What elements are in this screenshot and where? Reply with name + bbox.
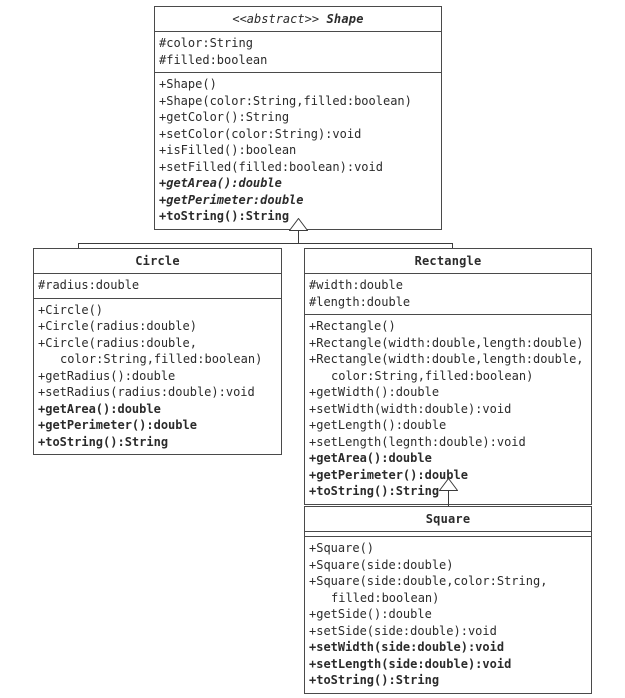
operation-row: +getPerimeter():double xyxy=(309,467,468,482)
generalization-bus-shape xyxy=(78,243,453,244)
class-box-rectangle[interactable]: Rectangle #width:double #length:double +… xyxy=(304,248,592,505)
class-name-circle: Circle xyxy=(135,254,180,268)
class-box-circle[interactable]: Circle #radius:double +Circle() +Circle(… xyxy=(33,248,282,455)
operation-row: +setWidth(width:double):void xyxy=(309,401,512,416)
operation-row: +Square(side:double) xyxy=(309,557,454,572)
operation-row: +Circle(radius:double) xyxy=(38,319,197,333)
operation-row: +getArea():double xyxy=(309,451,432,465)
operation-row: +toString():String xyxy=(309,484,440,498)
operation-row: +Circle(radius:double, xyxy=(38,335,197,350)
operation-row: +toString():String xyxy=(309,673,440,687)
operation-row: +getArea():double xyxy=(159,176,282,190)
operation-row: +setRadius(radius:double):void xyxy=(38,385,255,399)
operation-row: +isFilled():boolean xyxy=(159,143,297,157)
generalization-stem-rectangle xyxy=(448,491,449,506)
operation-row: +toString():String xyxy=(38,434,169,449)
operation-row: +getLength():double xyxy=(309,418,447,432)
operation-row: +getPerimeter:double xyxy=(159,192,304,207)
operation-row: +setLength(side:double):void xyxy=(309,656,512,671)
operation-row: +Shape() xyxy=(159,77,217,91)
class-name-square: Square xyxy=(425,512,471,526)
class-operations-square: +Square() +Square(side:double) +Square(s… xyxy=(305,537,591,693)
class-title-shape: <<abstract>> Shape xyxy=(155,7,441,32)
operation-row: +setSide(side:double):void xyxy=(309,623,497,638)
class-name-rectangle: Rectangle xyxy=(414,254,482,268)
class-operations-shape: +Shape() +Shape(color:String,filled:bool… xyxy=(155,73,441,229)
class-operations-circle: +Circle() +Circle(radius:double) +Circle… xyxy=(34,299,281,455)
operation-row-continuation: color:String,filled:boolean) xyxy=(60,352,263,366)
class-box-shape[interactable]: <<abstract>> Shape #color:String #filled… xyxy=(154,6,442,230)
generalization-stem-shape xyxy=(298,231,299,244)
operation-row: +Rectangle(width:double,length:double) xyxy=(309,335,584,350)
class-attributes-shape: #color:String #filled:boolean xyxy=(155,32,441,73)
class-title-circle: Circle xyxy=(34,249,281,274)
operation-row: +setLength(legnth:double):void xyxy=(309,434,526,449)
operation-row: +Square(side:double,color:String, xyxy=(309,574,548,588)
class-operations-rectangle: +Rectangle() +Rectangle(width:double,len… xyxy=(305,315,591,504)
operation-row-continuation: color:String,filled:boolean) xyxy=(331,368,534,383)
operation-row: +getPerimeter():double xyxy=(38,418,197,432)
attribute-row: #radius:double xyxy=(38,278,140,292)
operation-row: +getColor():String xyxy=(159,110,290,124)
class-title-rectangle: Rectangle xyxy=(305,249,591,274)
operation-row-continuation: filled:boolean) xyxy=(331,590,440,605)
operation-row: +toString():String xyxy=(159,209,290,223)
operation-row: +Rectangle() xyxy=(309,319,396,333)
class-stereotype-shape: <<abstract>> xyxy=(232,12,320,26)
attribute-row: #length:double xyxy=(309,294,411,309)
generalization-drop-circle xyxy=(78,243,79,249)
operation-row: +Circle() xyxy=(38,302,104,317)
generalization-triangle-shape xyxy=(289,218,308,231)
class-box-square[interactable]: Square +Square() +Square(side:double) +S… xyxy=(304,506,592,694)
attribute-row: #width:double xyxy=(309,278,403,292)
class-attributes-square xyxy=(305,532,591,537)
operation-row: +setColor(color:String):void xyxy=(159,126,362,141)
class-title-square: Square xyxy=(305,507,591,532)
operation-row: +getRadius():double xyxy=(38,368,176,383)
generalization-triangle-rectangle xyxy=(439,478,458,491)
operation-row: +getArea():double xyxy=(38,401,161,416)
class-attributes-rectangle: #width:double #length:double xyxy=(305,274,591,315)
generalization-drop-rectangle xyxy=(452,243,453,249)
operation-row: +getWidth():double xyxy=(309,385,440,399)
operation-row: +Square() xyxy=(309,541,375,555)
class-attributes-circle: #radius:double xyxy=(34,274,281,299)
operation-row: +setFilled(filled:boolean):void xyxy=(159,159,383,174)
attribute-row: #color:String xyxy=(159,36,253,50)
operation-row: +Rectangle(width:double,length:double, xyxy=(309,352,584,366)
class-name-shape: Shape xyxy=(326,12,364,26)
operation-row: +setWidth(side:double):void xyxy=(309,640,505,654)
operation-row: +getSide():double xyxy=(309,607,432,621)
attribute-row: #filled:boolean xyxy=(159,52,268,67)
operation-row: +Shape(color:String,filled:boolean) xyxy=(159,93,412,108)
